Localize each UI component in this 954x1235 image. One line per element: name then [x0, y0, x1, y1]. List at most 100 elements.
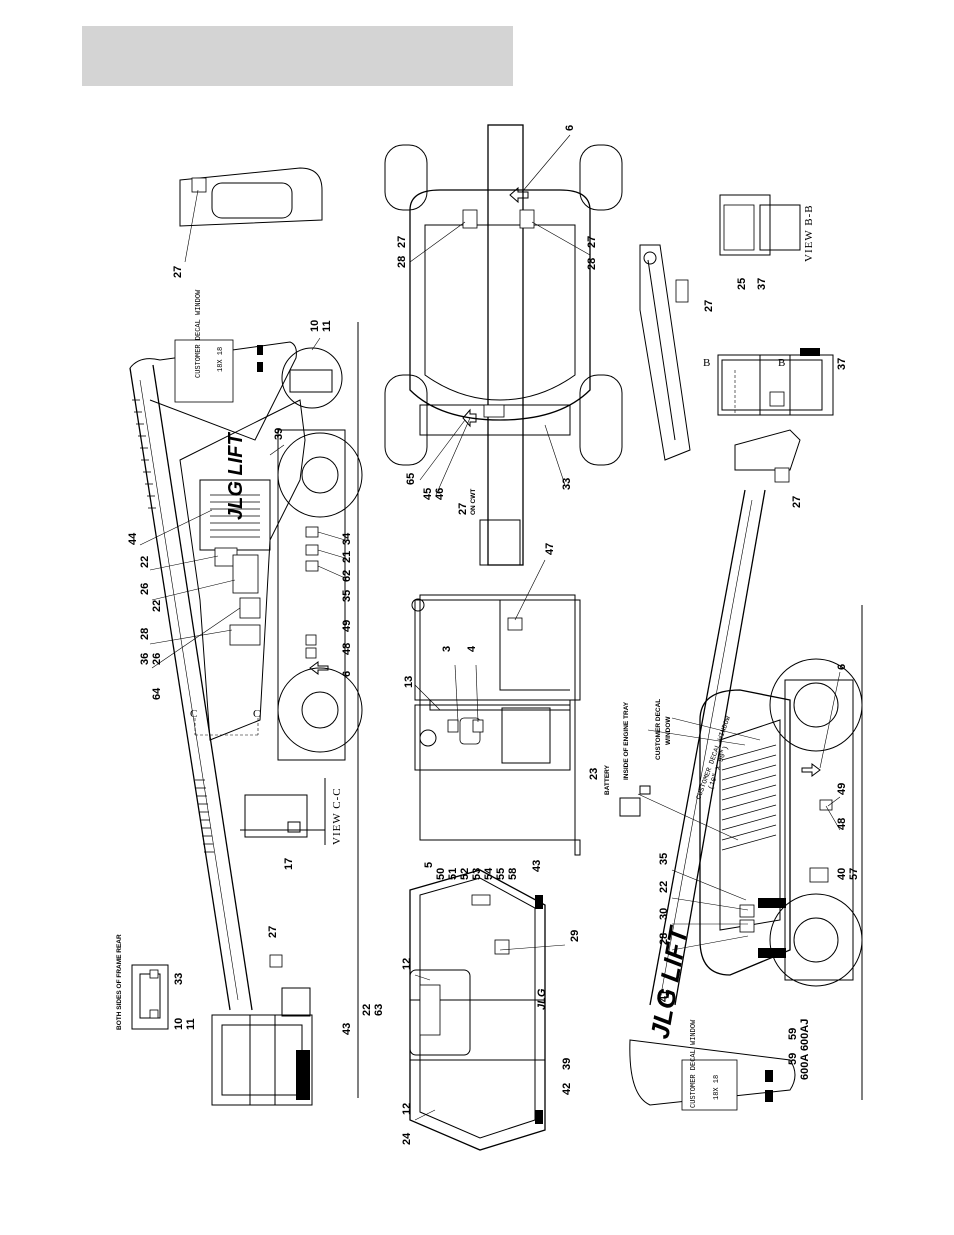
- callout: 64: [151, 687, 163, 700]
- callout: 23: [588, 768, 600, 780]
- view-bb-label: VIEW B-B: [803, 204, 815, 262]
- view-cc-label: VIEW C-C: [331, 787, 343, 845]
- leader-lines: [139, 134, 841, 1121]
- section-b-right: B: [778, 357, 786, 369]
- svg-text:JLG: JLG: [536, 988, 548, 1010]
- callout: 51: [447, 868, 459, 880]
- callout: 35: [341, 590, 353, 602]
- callout: 13: [403, 676, 415, 688]
- callout: 49: [341, 620, 353, 632]
- callout: 37: [836, 358, 848, 370]
- jib-detail: [639, 244, 691, 461]
- callout: 48: [341, 643, 353, 655]
- callout: 55: [495, 868, 507, 880]
- callout: 58: [507, 868, 519, 880]
- callout: 22: [139, 556, 151, 568]
- frame-rear-note: BOTH SIDES OF FRAME REAR: [116, 934, 123, 1030]
- callout: 28: [139, 628, 151, 640]
- callout: 63: [373, 1004, 385, 1016]
- callout: 40: [836, 868, 848, 880]
- callout: 59: [787, 1053, 799, 1065]
- callout: 10: [173, 1018, 185, 1030]
- callout: 59: [787, 1028, 799, 1040]
- callout: 26: [151, 653, 163, 665]
- callout: 33: [173, 973, 185, 985]
- callout: 62: [341, 570, 353, 582]
- section-c-right: C: [253, 708, 261, 720]
- callout: 12: [401, 958, 413, 970]
- callout: 28: [586, 258, 598, 270]
- callout: 54: [483, 867, 495, 880]
- callout: 43: [531, 860, 543, 872]
- callout: 35: [658, 853, 670, 865]
- callout: 50: [435, 868, 447, 880]
- side-grille: [721, 744, 777, 851]
- boom-hatch-upper: [132, 399, 156, 509]
- callout: 22: [658, 881, 670, 893]
- engine-tray: [411, 594, 581, 856]
- callout: 22: [151, 600, 163, 612]
- callout: 6: [836, 664, 848, 670]
- callout: 49: [836, 783, 848, 795]
- callout: 27: [586, 236, 598, 248]
- callout: 30: [658, 908, 670, 920]
- view-cc-detail: VIEW C-C: [240, 778, 343, 845]
- callout: 6: [341, 671, 353, 677]
- turret-grille: [210, 494, 260, 538]
- battery-note: BATTERY: [604, 764, 611, 795]
- callouts: 27 10 11 39 44 22 26 22 28 36 26 64 34 2…: [127, 125, 860, 1145]
- callout: 12: [401, 1103, 413, 1115]
- section-c-left: C: [190, 708, 198, 720]
- window-note: WINDOW: [665, 716, 672, 745]
- callout: 41: [658, 990, 670, 1002]
- inside-engine-tray-note: INSIDE OF ENGINE TRAY: [623, 701, 630, 780]
- callout: 17: [283, 858, 295, 870]
- box-decal-lower: CUSTOMER DECAL WINDOW: [690, 1019, 698, 1108]
- callout: 44: [127, 532, 139, 545]
- callout: 11: [185, 1018, 197, 1030]
- callout: 53: [471, 868, 483, 880]
- callout: 4: [466, 645, 478, 652]
- callout: 65: [405, 473, 417, 485]
- callout: 33: [561, 478, 573, 490]
- callout: 47: [544, 543, 556, 555]
- platform-side-right: B B: [703, 348, 834, 483]
- callout: 3: [441, 646, 453, 652]
- callout: 29: [569, 930, 581, 942]
- model-note: 600A 600AJ: [799, 1019, 811, 1080]
- boom-hatch-lower: [195, 779, 214, 853]
- callout: 48: [836, 818, 848, 830]
- callout: 27: [396, 236, 408, 248]
- callout: 37: [756, 278, 768, 290]
- callout: 52: [459, 868, 471, 880]
- svg-text:BOTH SIDES OF FRAME REAR: BOTH SIDES OF FRAME REAR: [116, 934, 123, 1030]
- callout: 24: [401, 1132, 413, 1145]
- section-b-left: B: [703, 357, 711, 369]
- callout: 45: [422, 488, 434, 500]
- machine-side-view-lower: CUSTOMER DECAL WINDOW (10" X 90"): [619, 489, 863, 1111]
- callout: 27: [703, 300, 715, 312]
- callout: 28: [396, 256, 408, 268]
- callout: 22: [361, 1004, 373, 1016]
- machine-top-view: [384, 124, 623, 566]
- customer-decal-note: CUSTOMER DECAL: [655, 699, 662, 760]
- callout: 26: [139, 583, 151, 595]
- callout: 27: [457, 503, 469, 515]
- machine-side-view-upper: JLG LIFT C C: [129, 167, 363, 1098]
- svg-text:JLG LIFT: JLG LIFT: [225, 432, 247, 520]
- callout: 34: [341, 532, 353, 545]
- on-cwt-note: ON CWT: [470, 489, 477, 515]
- callout: 27: [791, 496, 803, 508]
- callout: 10: [309, 320, 321, 332]
- callout: 27: [172, 266, 184, 278]
- box-decal-upper: CUSTOMER DECAL WINDOW: [195, 289, 203, 378]
- callout: 42: [561, 1083, 573, 1095]
- callout: 25: [736, 278, 748, 290]
- callout: 11: [321, 320, 333, 332]
- callout: 46: [434, 488, 446, 500]
- platform-rear-view: BOTH SIDES OF FRAME REAR: [116, 934, 313, 1106]
- callout: 43: [341, 1023, 353, 1035]
- box-size-lower: 18X 18: [713, 1075, 721, 1100]
- callout: 21: [341, 551, 353, 563]
